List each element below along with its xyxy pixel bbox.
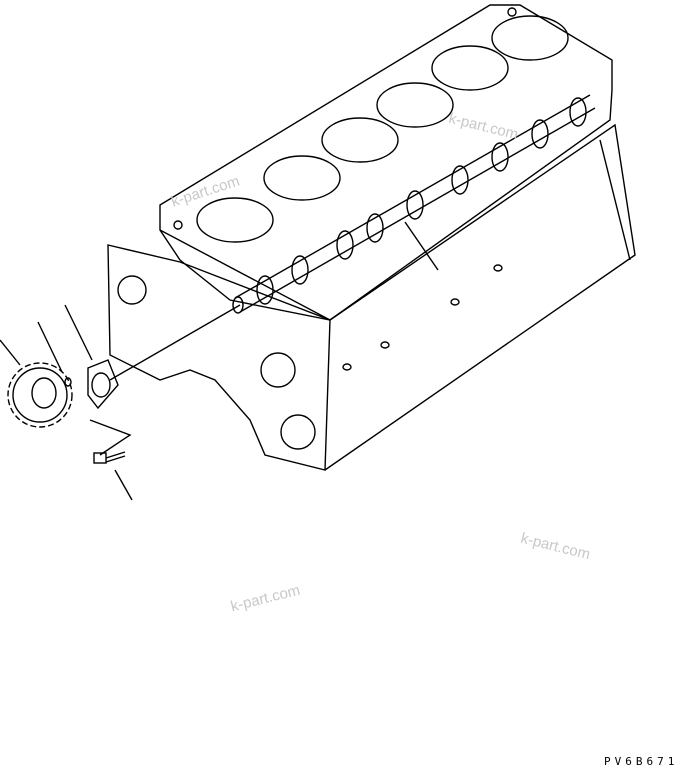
- gasket: [64, 304, 119, 410]
- camshaft: [232, 94, 596, 314]
- gear: [0, 339, 73, 428]
- leader-line: [109, 304, 241, 381]
- drawing-code: PV6B671: [604, 755, 675, 768]
- bolt: [89, 419, 133, 501]
- cylinder-block: [107, 4, 636, 471]
- pin: [37, 321, 72, 387]
